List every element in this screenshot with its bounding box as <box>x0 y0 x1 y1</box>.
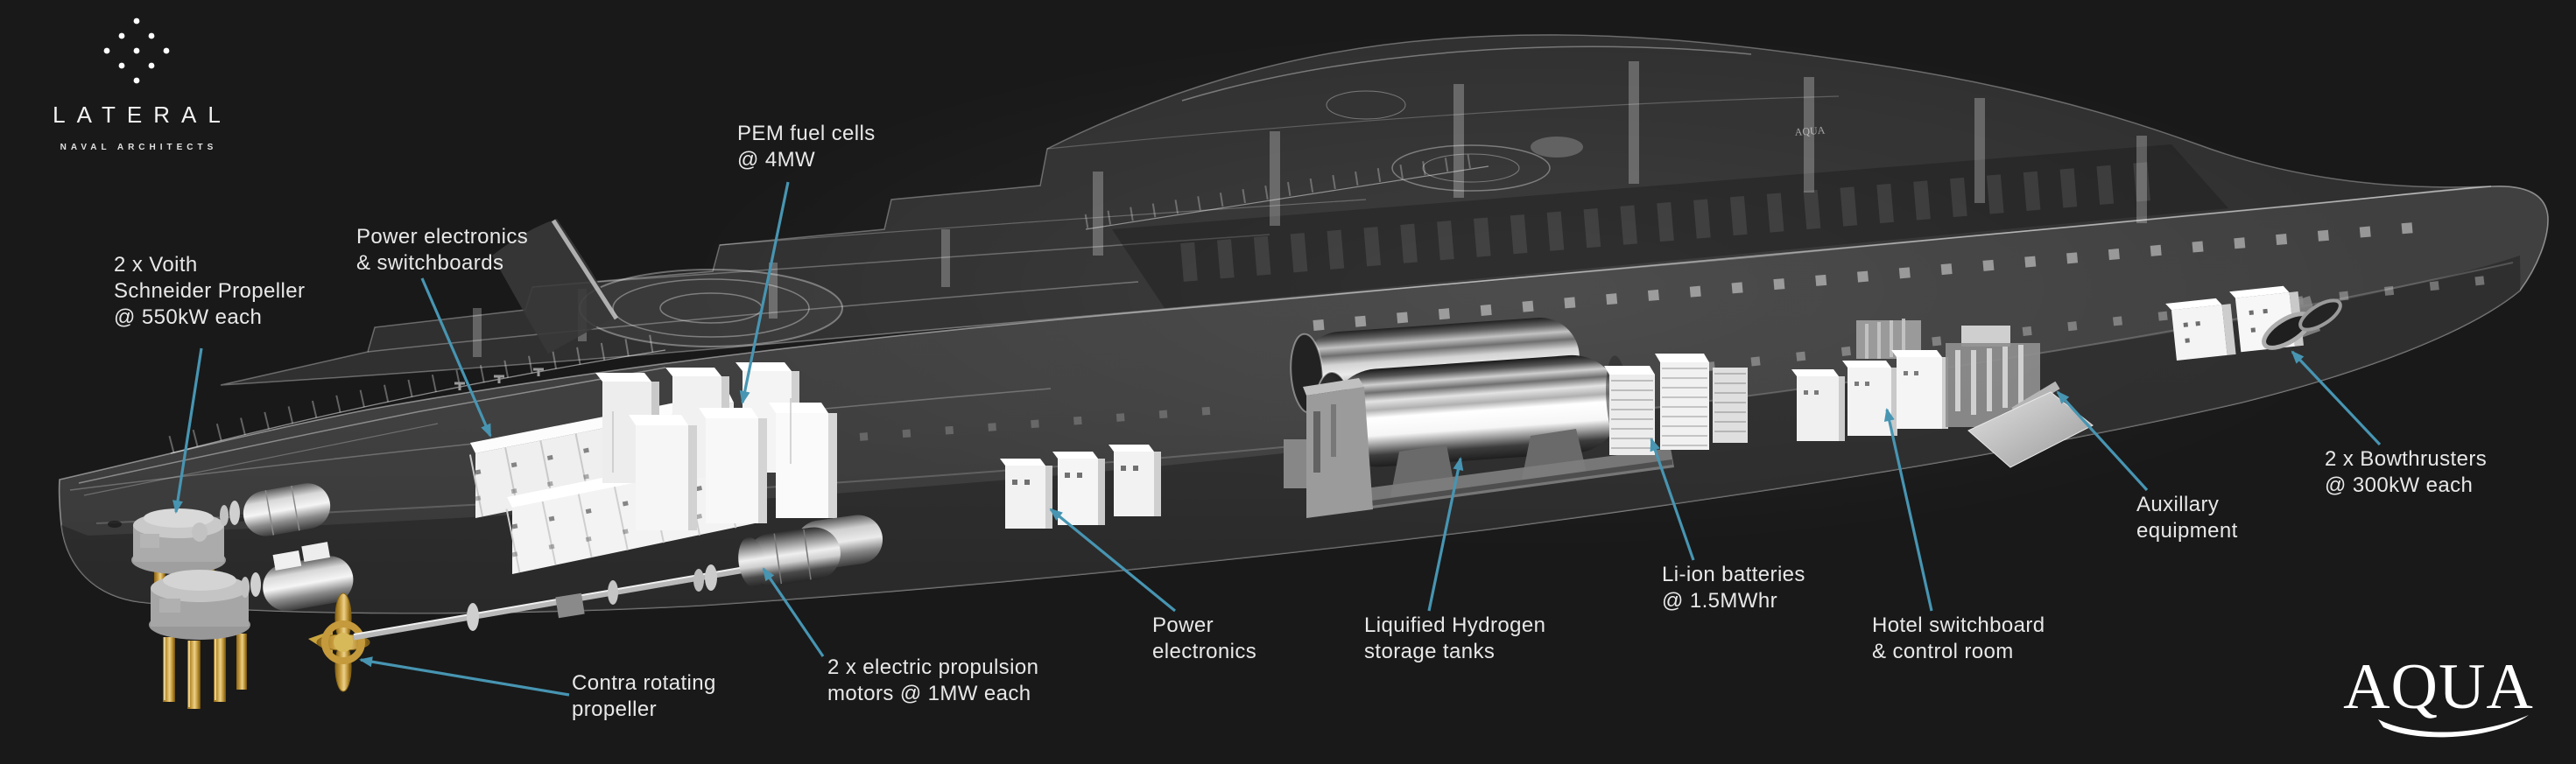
callout-line: Schneider Propeller <box>114 279 306 303</box>
callout-line: Liquified Hydrogen <box>1364 613 1546 637</box>
callout-hotel-switchboard: Hotel switchboard & control room <box>1872 613 2045 665</box>
mast-fin <box>492 219 619 354</box>
callout-line: Contra rotating <box>572 671 716 695</box>
leader-power-electronics <box>1049 508 1177 613</box>
lateral-logo-dots <box>103 18 170 84</box>
callout-line: @ 1.5MWhr <box>1662 589 1777 613</box>
leader-liion <box>1650 438 1695 561</box>
callout-electric-propulsion-motors: 2 x electric propulsion motors @ 1MW eac… <box>827 655 1038 707</box>
leader-bowthrusters <box>2291 350 2382 446</box>
callout-line: Li-ion batteries <box>1662 563 1805 586</box>
callout-hydrogen-storage-tanks: Liquified Hydrogen storage tanks <box>1364 613 1545 665</box>
callout-line: 2 x Bowthrusters <box>2325 447 2488 471</box>
callout-line: Power <box>1152 613 1214 637</box>
callout-line: propeller <box>572 697 657 721</box>
callout-auxiliary-equipment: Auxillary equipment <box>2136 492 2238 544</box>
leader-hydrogen <box>1427 457 1464 612</box>
li-ion-battery-racks <box>1604 354 1748 455</box>
callout-line: @ 4MW <box>737 148 816 172</box>
voith-schneider-propellers <box>131 508 250 709</box>
callout-line: motors @ 1MW each <box>827 682 1031 705</box>
callout-power-electronics-switchboards: Power electronics & switchboards <box>356 224 528 277</box>
callout-line: 2 x Voith <box>114 253 198 277</box>
callout-line: Auxillary <box>2136 493 2220 516</box>
pem-fuel-cell-stacks <box>595 362 837 530</box>
leader-aux <box>2056 390 2149 492</box>
aqua-logo-wordmark: AQUA <box>2343 651 2534 723</box>
leader-contra <box>359 656 570 697</box>
vsp-electric-motors <box>220 483 354 612</box>
leader-motors <box>762 567 825 657</box>
callout-power-electronics: Power electronics <box>1152 613 1256 665</box>
callout-pem-fuel-cells: PEM fuel cells @ 4MW <box>737 121 876 173</box>
callout-line: equipment <box>2136 519 2238 543</box>
bowthruster-units <box>2165 285 2342 361</box>
deck-cleats <box>454 368 544 390</box>
propeller-shaft <box>353 564 761 641</box>
power-electronics-units <box>1000 445 1161 529</box>
lateral-logo-wordmark: LATERAL <box>53 102 232 128</box>
callout-contra-rotating-propeller: Contra rotating propeller <box>572 670 716 723</box>
callout-liion-batteries: Li-ion batteries @ 1.5MWhr <box>1662 562 1805 614</box>
callout-line: & control room <box>1872 640 2014 663</box>
contra-rotating-propeller <box>308 592 370 692</box>
callout-line: Hotel switchboard <box>1872 613 2045 637</box>
deck-name-text: AQUA <box>1794 124 1826 138</box>
callout-line: Power electronics <box>356 225 529 249</box>
aqua-logo-swoosh <box>2378 715 2529 738</box>
auxiliary-equipment <box>1946 326 2094 468</box>
callout-line: electronics <box>1152 640 1257 663</box>
vsp2-gold-blades <box>163 634 247 709</box>
callout-line: storage tanks <box>1364 640 1496 663</box>
leader-hotel <box>1883 408 1933 612</box>
callout-line: & switchboards <box>356 251 504 275</box>
lateral-logo-subtitle: NAVAL ARCHITECTS <box>60 143 218 152</box>
callout-line: PEM fuel cells <box>737 122 876 145</box>
callout-leader-lines <box>172 181 2382 697</box>
leader-pem <box>739 181 790 404</box>
callout-bowthrusters: 2 x Bowthrusters @ 300kW each <box>2325 446 2487 499</box>
leader-switchboards <box>420 277 492 438</box>
callout-line: @ 550kW each <box>114 305 263 329</box>
hotel-switchboard-equipment <box>1791 319 1948 441</box>
callout-line: 2 x electric propulsion <box>827 655 1039 679</box>
leader-voith <box>172 347 203 514</box>
callout-voith-schneider-propeller: 2 x Voith Schneider Propeller @ 550kW ea… <box>114 252 305 331</box>
callout-line: @ 300kW each <box>2325 473 2474 497</box>
